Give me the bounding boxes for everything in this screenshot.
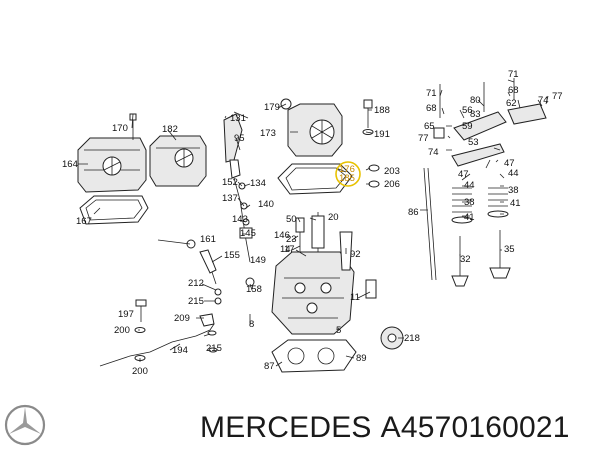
callout-65: 65 xyxy=(424,121,435,132)
callout-218: 218 xyxy=(404,333,420,344)
callout-77-mid: 77 xyxy=(418,133,429,144)
callout-89: 89 xyxy=(356,353,367,364)
callout-11: 11 xyxy=(350,292,360,303)
callout-68-right: 68 xyxy=(508,85,519,96)
callout-92: 92 xyxy=(350,249,361,260)
callout-95: 95 xyxy=(234,133,245,144)
callout-62: 62 xyxy=(506,98,517,109)
callout-14: 14 xyxy=(280,244,291,255)
callout-59: 59 xyxy=(462,121,473,132)
callout-161: 161 xyxy=(200,234,216,245)
callout-83: 83 xyxy=(470,109,481,120)
cover-gasket xyxy=(79,195,149,225)
callout-35: 35 xyxy=(504,244,515,255)
callout-80: 80 xyxy=(470,95,481,106)
callout-176: 176 xyxy=(339,164,355,175)
callout-41-right: 41 xyxy=(510,198,521,209)
callout-212: 212 xyxy=(188,278,204,289)
callout-38-left: 38 xyxy=(464,197,475,208)
callout-86: 86 xyxy=(408,207,419,218)
callout-164: 164 xyxy=(62,159,78,170)
glow-plug xyxy=(186,239,255,305)
callout-140: 140 xyxy=(258,199,274,210)
callout-47-left: 47 xyxy=(458,169,469,180)
callout-38-right: 38 xyxy=(508,185,519,196)
callout-200-lower: 200 xyxy=(132,366,148,377)
callout-77-top: 77 xyxy=(552,91,563,102)
callout-23: 23 xyxy=(286,234,297,245)
callout-44-right: 44 xyxy=(508,168,519,179)
head-gasket xyxy=(271,339,357,373)
callout-74-top: 74 xyxy=(538,95,549,106)
callout-191: 191 xyxy=(374,129,390,140)
callout-173: 173 xyxy=(260,128,276,139)
callout-179: 179 xyxy=(264,102,280,113)
callout-145: 145 xyxy=(240,228,256,239)
callout-20: 20 xyxy=(328,212,339,223)
injector-assembly xyxy=(223,111,253,263)
brand-name: MERCEDES xyxy=(200,411,372,444)
rocker-arms xyxy=(433,78,547,167)
valve-cover-right xyxy=(149,135,207,187)
valve-springs xyxy=(451,187,509,224)
callout-146: 146 xyxy=(274,230,290,241)
callout-167: 167 xyxy=(76,216,92,227)
callout-149: 149 xyxy=(250,255,266,266)
callout-206: 206 xyxy=(384,179,400,190)
callout-44-left: 44 xyxy=(464,180,475,191)
callout-32: 32 xyxy=(460,254,471,265)
mercedes-star-logo xyxy=(4,404,46,446)
push-rod xyxy=(423,167,437,281)
cam-cover-gasket xyxy=(277,163,353,195)
callout-71-right: 71 xyxy=(508,69,519,80)
callout-185: 185 xyxy=(339,173,355,184)
callout-56: 56 xyxy=(462,105,473,116)
highlight-ring xyxy=(335,161,361,187)
callout-197: 197 xyxy=(118,309,134,320)
callout-158: 158 xyxy=(246,284,262,295)
callout-50: 50 xyxy=(286,214,297,225)
callout-194: 194 xyxy=(172,345,188,356)
callout-152: 152 xyxy=(222,177,238,188)
fuel-line xyxy=(99,299,218,367)
callout-71-left: 71 xyxy=(426,88,437,99)
leader-lines xyxy=(78,79,549,367)
callout-170: 170 xyxy=(112,123,128,134)
callout-143: 143 xyxy=(232,214,248,225)
callout-41-left: 41 xyxy=(464,212,475,223)
bolt-188 xyxy=(362,99,374,135)
valves xyxy=(451,230,511,287)
callout-200-upper: 200 xyxy=(114,325,130,336)
callout-203: 203 xyxy=(384,166,400,177)
cam-cover xyxy=(280,98,343,157)
part-number: A4570160021 xyxy=(380,411,570,444)
callout-188: 188 xyxy=(374,105,390,116)
valve-cover-left xyxy=(77,137,147,193)
callout-137: 137 xyxy=(222,193,238,204)
callout-8: 8 xyxy=(249,319,254,330)
callout-5: 5 xyxy=(336,325,341,336)
callout-labels: 170 182 164 167 131 95 152 134 137 140 1… xyxy=(62,69,563,377)
callout-47-right: 47 xyxy=(504,158,515,169)
seal-ring-203 xyxy=(368,164,380,188)
callout-68-left: 68 xyxy=(426,103,437,114)
callout-155: 155 xyxy=(224,250,240,261)
callout-134: 134 xyxy=(250,178,266,189)
callout-209: 209 xyxy=(174,313,190,324)
callout-131: 131 xyxy=(230,113,246,124)
callout-17: 17 xyxy=(284,244,295,255)
callout-182: 182 xyxy=(162,124,178,135)
callout-215-upper: 215 xyxy=(188,296,204,307)
callout-87: 87 xyxy=(264,361,275,372)
callout-53: 53 xyxy=(468,137,479,148)
callout-74-mid: 74 xyxy=(428,147,439,158)
callout-215-lower: 215 xyxy=(206,343,222,354)
